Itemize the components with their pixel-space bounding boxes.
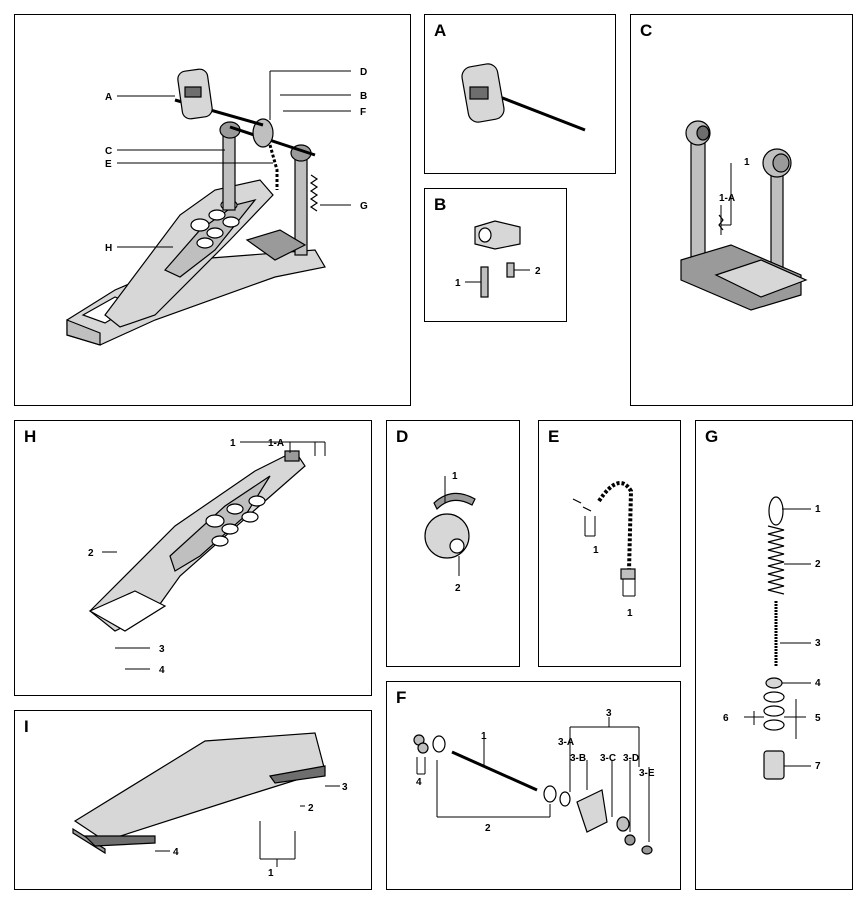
- part-label: 4: [159, 665, 165, 676]
- hinge-tab: [284, 450, 300, 462]
- part-label: 2: [88, 548, 94, 559]
- panel-title: H: [24, 427, 37, 446]
- heel-block: [714, 259, 808, 298]
- left-post: [222, 129, 236, 211]
- panel-g-spring: 1 2 3 4 5 6 7 G: [695, 420, 853, 890]
- spring-holder: [763, 750, 785, 780]
- chain: [597, 481, 634, 572]
- drive-shaft: [451, 750, 538, 792]
- panel-e-chain: 1 1 E: [538, 420, 681, 667]
- part-label: 1: [744, 157, 750, 168]
- chain-pins: [572, 498, 592, 512]
- part-label: 3-B: [570, 753, 586, 764]
- part-label: 3-E: [639, 768, 655, 779]
- sprocket: [424, 513, 470, 559]
- callout-d: D: [360, 67, 367, 78]
- panel-title: I: [24, 717, 29, 736]
- spring-drawing: 1 2 3 4 5 6 7: [723, 496, 821, 780]
- part-label: 2: [485, 823, 491, 834]
- part-label: 2: [535, 266, 541, 277]
- part-label: 2: [308, 803, 314, 814]
- baseplate-drawing: 1 2 3 4: [72, 732, 348, 879]
- panel-main-assembly: A B C D E F G H: [14, 14, 411, 406]
- part-label: 1-A: [719, 193, 735, 204]
- heel-block: [88, 590, 167, 632]
- callout-f: F: [360, 107, 366, 118]
- part-label: 1: [481, 731, 487, 742]
- part-label: 3-C: [600, 753, 616, 764]
- part-label: 3-A: [558, 737, 574, 748]
- part-label: 1: [593, 545, 599, 556]
- part-label: 1: [452, 471, 458, 482]
- panel-title: B: [434, 195, 447, 214]
- panel-f-driveshaft: 1 2 3 3-A 3-B 3-C 3-D 3-E 4 F: [386, 681, 681, 890]
- callout-a: A: [105, 92, 112, 103]
- left-post: [690, 134, 706, 266]
- cam-sprocket: [252, 118, 274, 148]
- callout-h: H: [105, 243, 112, 254]
- hub-drawing: 1 2: [455, 220, 541, 298]
- part-label: 3: [815, 638, 821, 649]
- part-label: 6: [723, 713, 729, 724]
- pin: [480, 266, 489, 298]
- part-label: 3: [159, 644, 165, 655]
- callout-b: B: [360, 91, 367, 102]
- beater-drawing: [461, 63, 586, 132]
- part-label: 3-D: [623, 753, 639, 764]
- grip-strip: [268, 765, 326, 784]
- part-label: 2: [815, 559, 821, 570]
- panel-i-baseplate: 1 2 3 4 I: [14, 710, 372, 890]
- spring: [309, 174, 319, 212]
- spring-hook: [768, 496, 784, 526]
- part-label: 1: [230, 438, 236, 449]
- panel-c-frame: 1 1-A C: [630, 14, 853, 406]
- panel-title: E: [548, 427, 560, 446]
- chain-drawing: 1 1: [572, 481, 636, 619]
- driveshaft-drawing: 1 2 3 3-A 3-B 3-C 3-D 3-E 4: [413, 708, 655, 855]
- cam-strip: [433, 492, 476, 511]
- base-plate: [73, 732, 326, 842]
- callout-c: C: [105, 146, 112, 157]
- panel-a-beater: A: [424, 14, 616, 174]
- hinge-block: [576, 789, 608, 833]
- cam-drawing: 1 2: [424, 471, 476, 594]
- panel-title: G: [705, 427, 719, 446]
- callout-g: G: [360, 201, 368, 212]
- spring-coil: [767, 525, 785, 595]
- panel-h-footboard: 1 1-A 2 3 4 H: [14, 420, 372, 696]
- part-label: 1-A: [268, 438, 284, 449]
- grip-strip: [83, 835, 156, 847]
- panel-d-cam: 1 2 D: [386, 420, 520, 667]
- part-label: 3: [342, 782, 348, 793]
- pedal-assembly-drawing: A B C D E F G H: [66, 67, 368, 346]
- callout-e: E: [105, 159, 112, 170]
- part-label: 4: [416, 777, 422, 788]
- part-label: 1: [268, 868, 274, 879]
- panel-title: C: [640, 21, 653, 40]
- panel-title: D: [396, 427, 409, 446]
- part-label: 3: [606, 708, 612, 719]
- part-label: 1: [627, 608, 633, 619]
- part-label: 4: [173, 847, 179, 858]
- clip: [718, 214, 724, 231]
- panel-title: A: [434, 21, 447, 40]
- part-label: 1: [815, 504, 821, 515]
- chain-clip: [620, 568, 636, 580]
- footboard-drawing: 1 1-A 2 3 4: [88, 438, 326, 676]
- panel-title: F: [396, 688, 407, 707]
- panel-b-hub: 1 2 B: [424, 188, 567, 322]
- frame-drawing: 1 1-A: [680, 120, 808, 311]
- set-screw: [506, 262, 515, 278]
- part-label: 7: [815, 761, 821, 772]
- part-label: 4: [815, 678, 821, 689]
- heel-hinge: [245, 229, 307, 261]
- nut: [765, 677, 783, 689]
- part-label: 5: [815, 713, 821, 724]
- part-label: 1: [455, 278, 461, 289]
- part-label: 2: [455, 583, 461, 594]
